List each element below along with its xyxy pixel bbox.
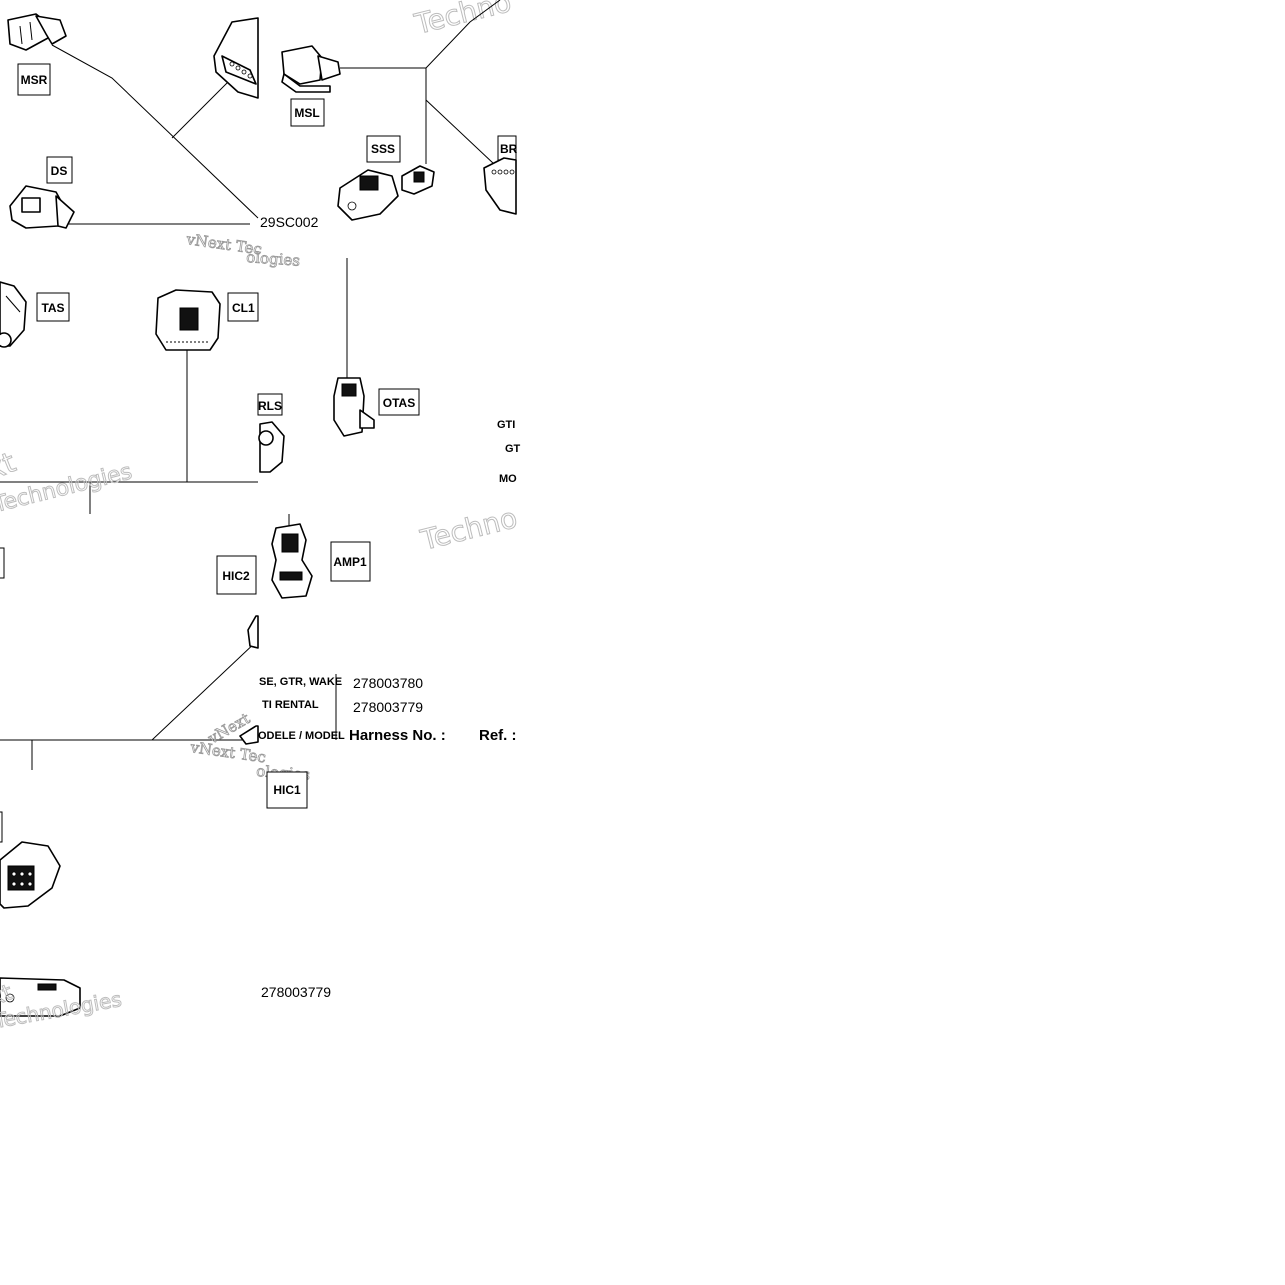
tile-mid-middle: RLS OTAS GTI GT MO: [257, 258, 521, 485]
rls-label-box: [257, 393, 283, 416]
cl1-label-box: [227, 292, 259, 322]
wire-br: [425, 99, 495, 165]
table-row2-number: 278003779: [353, 699, 423, 715]
table-row2-model: TI RENTAL: [262, 699, 319, 711]
partial-label-box-bottom: [0, 811, 3, 843]
bottom-connector: [0, 977, 81, 1017]
amp1-label: AMP1: [333, 555, 367, 569]
partial-connector-lower: [239, 725, 259, 745]
multipin-connector-top: [213, 17, 259, 99]
ds-label-box: [46, 156, 73, 184]
table-row1-number: 278003780: [353, 675, 423, 691]
hic1-label-box: [266, 771, 308, 809]
br-label: BR: [500, 142, 518, 156]
tile-bottom-left: xt Technologies: [0, 811, 124, 1034]
hic1-label: HIC1: [273, 783, 301, 797]
table-row1-model: SE, GTR, WAKE: [259, 676, 342, 688]
partial-label-box: [0, 547, 5, 579]
rls-label: RLS: [258, 399, 282, 413]
tile-top-left: MSR DS 29SC002 vNext Tec: [7, 13, 319, 259]
ref-label: Ref. :: [479, 727, 517, 744]
watermark-xt: xt: [0, 446, 20, 487]
tile-mid-left: ologies TAS CL1 xt Technologies: [0, 248, 301, 519]
tas-label: TAS: [41, 301, 64, 315]
side-label-gti: GTI: [497, 419, 515, 431]
rls-connector: [258, 421, 285, 473]
harness-table: SE, GTR, WAKE 278003780 TI RENTAL 278003…: [258, 674, 517, 744]
wire-top-connector: [171, 77, 233, 139]
side-label-mo: MO: [499, 473, 517, 485]
watermark-ologies-mid: ologies: [246, 248, 301, 270]
ds-connector: [9, 185, 75, 229]
table-row3-model: ODELE / MODEL: [258, 730, 345, 742]
hic2-label-box: [216, 555, 257, 595]
otas-label: OTAS: [383, 396, 415, 410]
ds-label: DS: [51, 164, 68, 178]
msr-connector: [7, 13, 67, 51]
cl1-label: CL1: [232, 301, 255, 315]
msr-label-box: [17, 63, 51, 96]
otas-label-box: [378, 388, 420, 416]
amp1-label-box: [330, 541, 371, 582]
hic1-connector: [0, 841, 61, 909]
otas-connector: [333, 377, 375, 437]
harness-number-label: Harness No. :: [349, 727, 446, 744]
sss-label: SSS: [371, 142, 395, 156]
watermark-techno-lower: Techno: [417, 501, 521, 557]
msl-connector: [281, 45, 341, 93]
watermark-techno-top: Techno: [411, 0, 515, 41]
msr-label: MSR: [21, 73, 48, 87]
side-label-gt: GT: [505, 443, 521, 455]
amp1-connector: [271, 523, 313, 599]
cl1-connector: [155, 289, 221, 351]
tas-label-box: [36, 292, 70, 322]
tile-bottom-middle: 278003779: [261, 984, 331, 1000]
wire-msl: [340, 0, 501, 69]
sss-connector: [337, 165, 435, 221]
sss-label-box: [366, 135, 401, 163]
tas-connector: [0, 281, 27, 348]
br-connector: [483, 157, 517, 215]
wire-msr: [51, 44, 259, 219]
watermark-technologies-mid: Technologies: [0, 459, 135, 518]
hic2-connector: [247, 615, 259, 649]
msl-label: MSL: [294, 106, 319, 120]
msl-label-box: [290, 98, 325, 127]
diagram-ref-label: 29SC002: [260, 214, 319, 230]
bottom-harness-number: 278003779: [261, 984, 331, 1000]
tile-top-middle: Techno MSL SSS BR: [281, 0, 518, 221]
hic2-label: HIC2: [222, 569, 250, 583]
